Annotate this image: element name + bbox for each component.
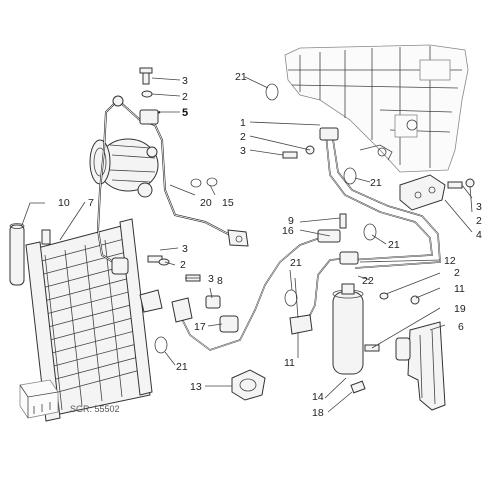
label-3c: 3 <box>476 201 482 213</box>
label-3a: 3 <box>182 75 188 87</box>
receiver-cylinder <box>9 223 25 286</box>
label-21e: 21 <box>176 361 188 373</box>
label-2e: 2 <box>454 267 460 279</box>
pressure-switch <box>205 295 239 333</box>
label-2c: 2 <box>476 215 482 227</box>
label-22: 22 <box>362 275 374 287</box>
o-rings <box>154 83 377 354</box>
label-20: 20 <box>200 197 212 209</box>
clamp <box>231 369 266 401</box>
leader-lines <box>21 76 473 413</box>
pad <box>350 380 366 394</box>
hvac-housing <box>284 44 469 173</box>
label-3e: 3 <box>208 273 214 285</box>
label-10: 10 <box>58 197 70 209</box>
label-4: 4 <box>476 229 482 241</box>
label-2b: 2 <box>240 131 246 143</box>
label-1: 1 <box>240 117 246 129</box>
part-labels: 3 2 5 21 1 2 3 21 3 2 4 20 15 10 7 3 2 3… <box>58 71 482 419</box>
label-5: 5 <box>182 107 188 119</box>
label-21d: 21 <box>290 257 302 269</box>
label-2d: 2 <box>180 259 186 271</box>
label-16: 16 <box>282 225 294 237</box>
label-11a: 11 <box>454 283 465 295</box>
relay-unit <box>19 379 59 419</box>
label-3b: 3 <box>240 145 246 157</box>
label-3d: 3 <box>182 243 188 255</box>
label-19: 19 <box>454 303 466 315</box>
label-12: 12 <box>444 255 456 267</box>
label-15: 15 <box>222 197 234 209</box>
label-21c: 21 <box>388 239 400 251</box>
label-6: 6 <box>458 321 464 333</box>
label-9: 9 <box>288 215 294 227</box>
label-8: 8 <box>217 275 223 287</box>
label-7: 7 <box>88 197 94 209</box>
label-21a: 21 <box>235 71 247 83</box>
label-2a: 2 <box>182 91 188 103</box>
label-18: 18 <box>312 407 324 419</box>
bracket <box>395 321 446 411</box>
compressor-hose-assembly <box>96 95 249 275</box>
label-21b: 21 <box>370 177 382 189</box>
reference-code: SGR. 55502 <box>70 404 120 414</box>
refrigerant-lines <box>171 127 446 351</box>
label-17: 17 <box>194 321 206 333</box>
drier-cylinder <box>332 283 364 375</box>
label-13: 13 <box>190 381 202 393</box>
label-14: 14 <box>312 391 324 403</box>
label-11b: 11 <box>284 357 295 369</box>
